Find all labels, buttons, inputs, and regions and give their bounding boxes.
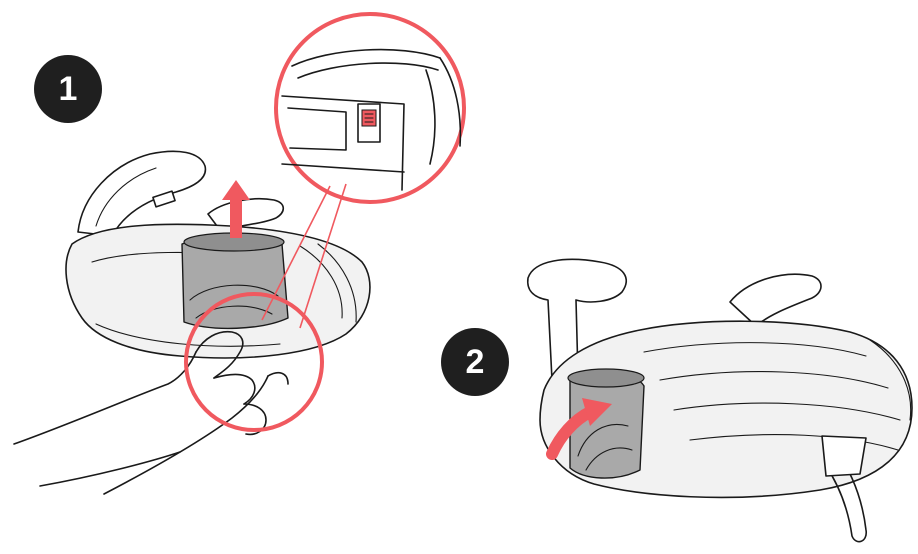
curved-arrow-icon [546,398,612,460]
focus-circle [184,292,324,432]
step-2-badge: 2 [441,328,509,396]
zoom-leader-line-bottom [299,183,347,329]
arrow-up-icon [222,180,250,238]
hand-illustration [13,330,289,495]
step-2-illustration [526,258,913,543]
step-1-badge: 1 [34,55,102,123]
zoom-detail-circle [274,12,466,204]
step-1-illustration [13,12,466,495]
